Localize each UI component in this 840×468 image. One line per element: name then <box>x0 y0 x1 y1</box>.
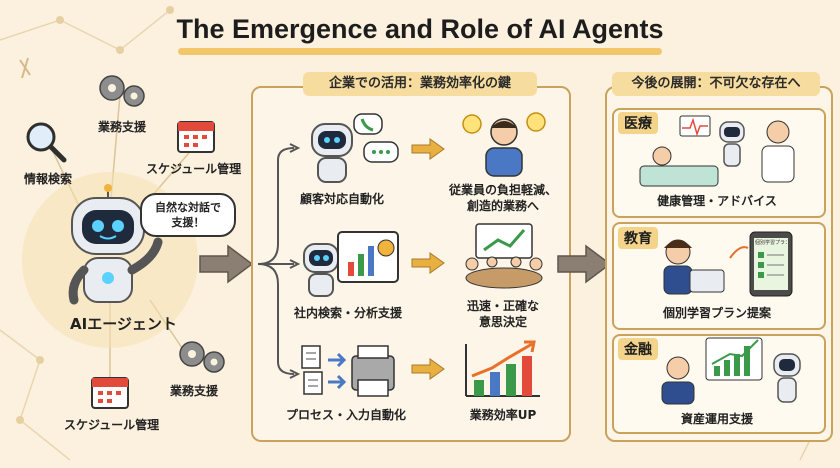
caption-finance: 資産運用支援 <box>680 412 753 426</box>
row-label-customer: 顧客対応自動化 <box>300 192 385 206</box>
arrow-icon <box>411 138 445 160</box>
future-panel-header: 今後の展開：不可欠な存在へ <box>612 72 820 96</box>
gears-icon <box>179 341 225 373</box>
tag-education: 教育 <box>618 227 658 249</box>
arrow-icon <box>411 358 445 380</box>
feature-label-schedule-bottom: スケジュール管理 <box>64 418 160 432</box>
title-underline <box>178 48 662 55</box>
tag-finance: 金融 <box>618 338 658 360</box>
education-scene-icon <box>663 231 793 297</box>
enterprise-panel-header: 企業での活用：業務効率化の鍵 <box>303 72 537 96</box>
feature-label-schedule-top: スケジュール管理 <box>146 162 242 176</box>
feature-label-ops-top: 業務支援 <box>98 120 147 134</box>
growth-chart-icon <box>465 340 540 397</box>
row-result-customer: 従業員の負担軽減、 創造的業務へ <box>448 183 557 213</box>
big-arrow-icon <box>199 244 254 284</box>
customer-support-robot-icon <box>311 113 399 183</box>
tag-medical: 医療 <box>618 112 658 134</box>
analysis-robot-icon <box>303 231 399 297</box>
speech-bubble: 自然な対話で 支援！ <box>140 193 236 237</box>
row-label-process: プロセス・入力自動化 <box>286 408 407 422</box>
big-arrow-icon <box>557 244 612 284</box>
finance-scene-icon <box>661 337 801 405</box>
feature-label-info: 情報検索 <box>24 172 73 186</box>
calendar-icon <box>177 121 215 153</box>
caption-medical: 健康管理・アドバイス <box>657 194 777 208</box>
medical-scene-icon <box>639 115 795 187</box>
magnifier-icon <box>26 122 67 163</box>
row-result-analysis: 迅速・正確な 意思決定 <box>466 299 539 329</box>
calendar-icon <box>91 377 129 409</box>
row-result-process: 業務効率UP <box>469 408 537 422</box>
happy-employee-icon <box>462 112 546 177</box>
meeting-icon <box>465 223 543 289</box>
feature-label-ops-bottom: 業務支援 <box>170 384 219 398</box>
caption-education: 個別学習プラン提案 <box>662 306 771 320</box>
tablet-caption: 個別学習プラン <box>755 240 787 246</box>
document-process-icon <box>301 345 395 397</box>
arrow-icon <box>411 252 445 274</box>
ai-agent-label: AIエージェント <box>70 315 177 333</box>
page-title: The Emergence and Role of AI Agents <box>176 14 664 44</box>
row-label-analysis: 社内検索・分析支援 <box>294 306 403 320</box>
branch-lines <box>257 143 301 379</box>
gears-icon <box>99 75 145 107</box>
ai-agent-robot-icon <box>68 184 163 305</box>
